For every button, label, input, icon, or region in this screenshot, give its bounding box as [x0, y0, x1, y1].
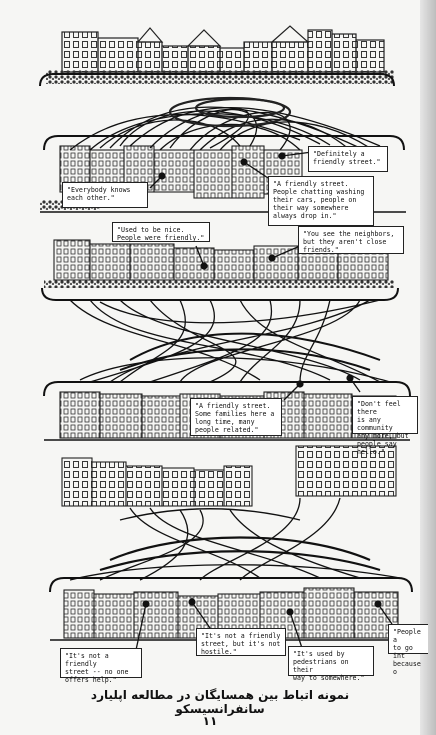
quote-callout-5: "You see the neighbors, but they aren't … [298, 226, 404, 254]
quote-callout-6: "A friendly street. Some families here a… [190, 398, 282, 436]
quote-callout-4: "Used to be nice. People were friendly." [112, 222, 210, 242]
quote-callout-1: "Definitely a friendly street." [308, 146, 388, 172]
quote-callout-7: "Don't feel there is any community any m… [352, 396, 418, 434]
quote-callout-11: "People a to go int because o [388, 624, 428, 654]
connection-lines-2 [70, 300, 390, 382]
page-number: ۱۱ [190, 714, 230, 728]
quote-callout-2: "Everybody knows each other." [62, 182, 148, 208]
quote-callout-8: "It's not a friendly street -- no one of… [60, 648, 142, 678]
connection-lines-1 [70, 98, 380, 150]
figure-caption: نمونه اتباط بین همسایگان در مطالعه اپلیا… [60, 688, 380, 716]
quote-callout-10: "It's used by pedestrians on their way t… [288, 646, 374, 676]
street-panel-1 [40, 26, 394, 86]
quote-callout-3: "A friendly street. People chatting wash… [268, 176, 374, 226]
quote-callout-9: "It's not a friendly street, but it's no… [196, 628, 286, 656]
street-panel-5 [62, 446, 396, 520]
